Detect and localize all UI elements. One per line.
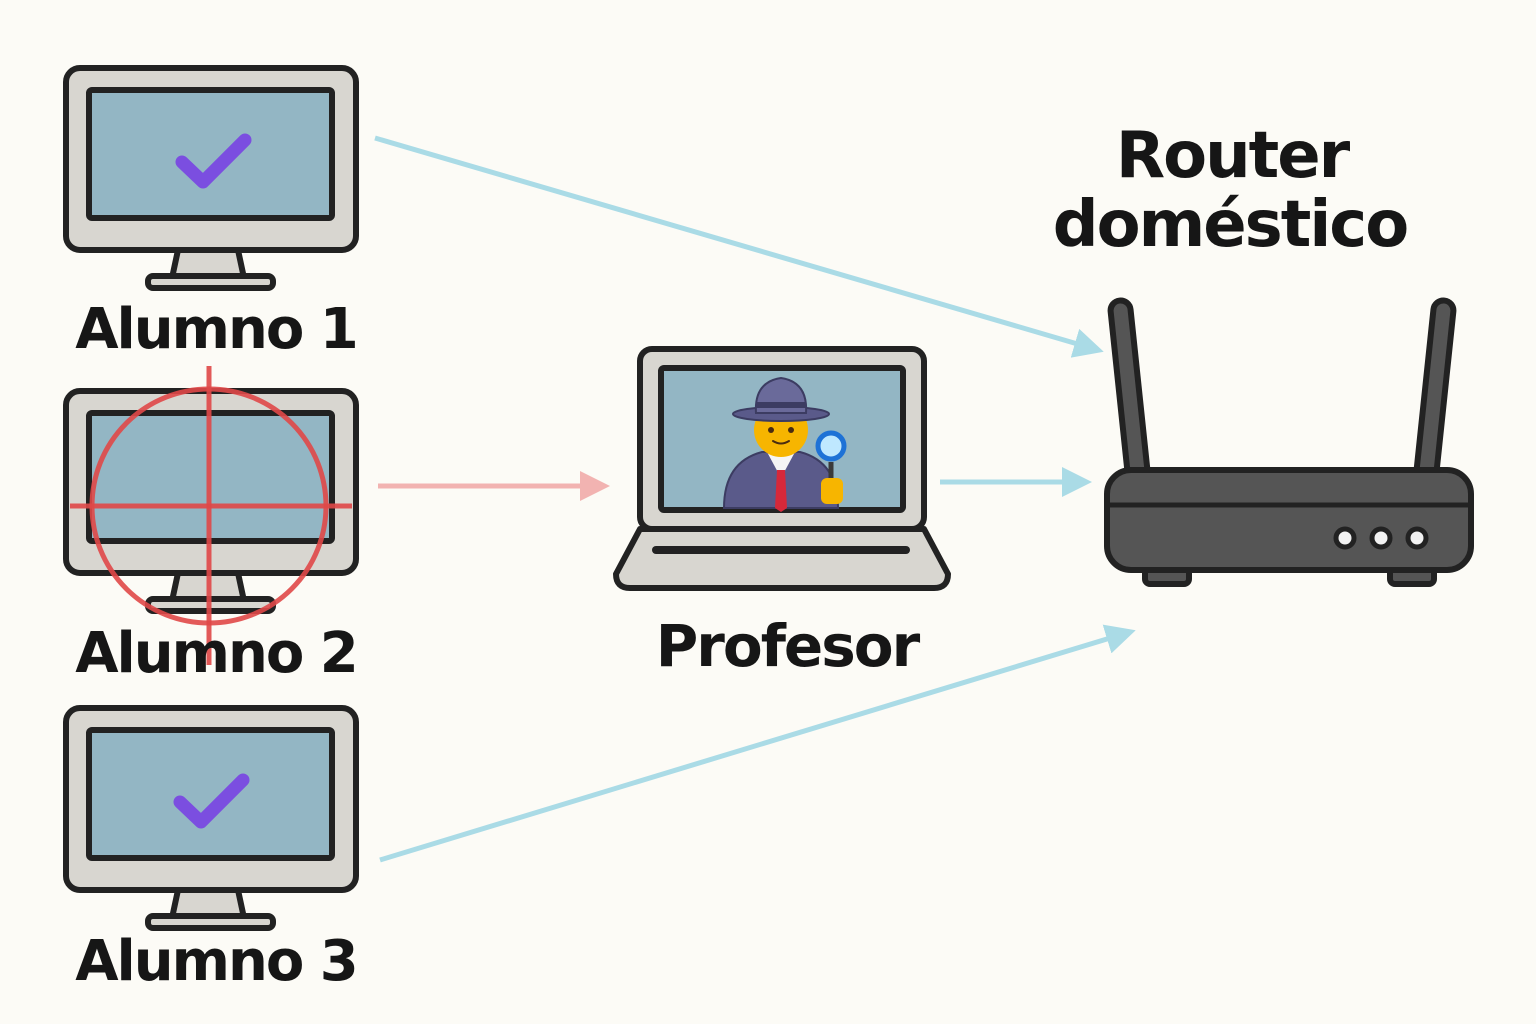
student-label-1: Alumno 1 [75, 297, 357, 362]
student-label-3: Alumno 3 [75, 929, 357, 994]
arrow-alumno3-to-router [379, 624, 1136, 863]
professor-label: Profesor [656, 612, 921, 680]
detective-icon [722, 376, 847, 512]
student-computer-2: Alumno 2 [63, 366, 359, 686]
home-router: Router doméstico [1053, 119, 1474, 587]
checkmark-icon [175, 133, 252, 189]
router-led [1333, 526, 1357, 550]
checkmark-icon [173, 773, 250, 829]
student-computer-1: Alumno 1 [63, 65, 359, 362]
router-title-line1: Router [1116, 119, 1351, 193]
crosshair-icon [70, 366, 352, 665]
router-led [1405, 526, 1429, 550]
professor-laptop: Profesor [613, 346, 951, 680]
student-label-2: Alumno 2 [75, 621, 357, 686]
student-computer-3: Alumno 3 [63, 705, 359, 994]
arrow-alumno1-to-router [374, 135, 1104, 358]
router-title-line2: doméstico [1053, 188, 1407, 262]
monitor-icon [63, 705, 359, 931]
router-icon [1104, 297, 1474, 587]
router-led [1369, 526, 1393, 550]
monitor-icon [63, 65, 359, 291]
